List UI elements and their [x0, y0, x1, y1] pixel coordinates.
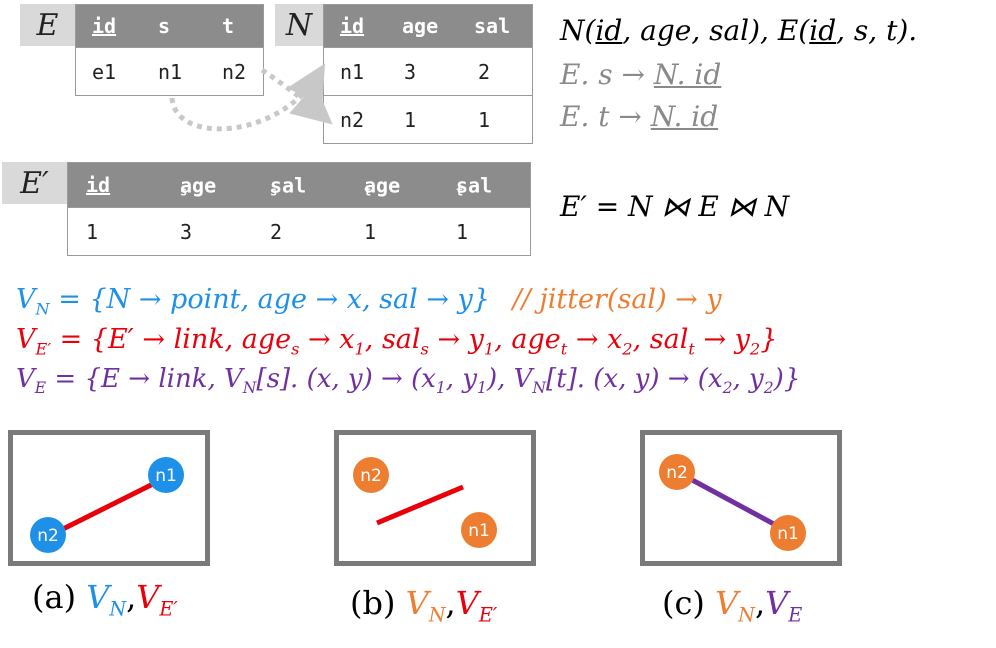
caption-b: (b) VN,VE′ — [350, 584, 498, 627]
node-n2 — [30, 517, 66, 553]
spec-veprime: VE′ = {E′ → link, ages → x1, sals → y1, … — [16, 324, 778, 359]
cell: 3 — [404, 60, 417, 84]
table-row: n1 3 2 — [324, 47, 532, 96]
schema-definition: N(id, age, sal), E(id, s, t). — [560, 14, 918, 47]
cell: n1 — [340, 60, 365, 84]
node-n1 — [148, 457, 184, 493]
node-n2-label: n2 — [666, 463, 688, 483]
cell: 1 — [404, 108, 417, 132]
fk-target: E. t → N. id — [560, 100, 719, 133]
node-n1 — [461, 512, 497, 548]
table-eprime-label: E′ — [2, 162, 67, 204]
caption-a: (a) VN,VE′ — [32, 578, 178, 621]
table-e-header: id s t — [76, 5, 263, 47]
table-n-label: N — [275, 4, 323, 46]
link-line — [376, 484, 464, 526]
col-t: t — [222, 14, 235, 38]
node-n1-label: n1 — [155, 466, 177, 486]
cell: n2 — [340, 108, 365, 132]
node-n1 — [770, 515, 806, 551]
cell: 3 — [180, 220, 193, 244]
join-equation: E′ = N ⋈ E ⋈ N — [560, 190, 790, 223]
cell: e1 — [92, 60, 117, 84]
panel-a: n1 n2 — [8, 430, 210, 566]
table-row: 1 3 2 1 1 — [68, 207, 530, 256]
node-n2-label: n2 — [37, 526, 59, 546]
col-id: id — [340, 14, 365, 38]
spec-ve: VE = {E → link, VN[s]. (x, y) → (x1, y1)… — [16, 364, 801, 398]
table-n: id age sal n1 3 2 n2 1 1 — [323, 4, 533, 144]
node-n2 — [353, 457, 389, 493]
cell: 2 — [478, 60, 491, 84]
col-s: s — [158, 14, 171, 38]
link-line — [681, 472, 787, 533]
table-e-label: E — [20, 4, 75, 46]
cell: 1 — [478, 108, 491, 132]
node-n1-label: n1 — [777, 524, 799, 544]
cell: 1 — [364, 220, 377, 244]
cell: 1 — [86, 220, 99, 244]
cell: n1 — [158, 60, 183, 84]
node-n1-label: n1 — [468, 521, 490, 541]
col-id: id — [86, 173, 111, 197]
table-row: n2 1 1 — [324, 95, 532, 144]
table-row: e1 n1 n2 — [76, 47, 263, 96]
fk-arrow-t — [169, 63, 326, 132]
fk-arrow-s — [260, 67, 333, 125]
caption-c: (c) VN,VE — [662, 584, 803, 627]
fk-source: E. s → N. id — [560, 58, 722, 91]
node-n2-label: n2 — [360, 466, 382, 486]
cell: n2 — [222, 60, 247, 84]
col-age: age — [402, 14, 439, 38]
link-line — [49, 476, 165, 538]
table-e: id s t e1 n1 n2 — [75, 4, 264, 96]
table-n-header: id age sal — [324, 5, 532, 47]
panel-c: n2 n1 — [640, 430, 842, 566]
cell: 1 — [456, 220, 469, 244]
node-n2 — [659, 454, 695, 490]
panel-b: n2 n1 — [334, 430, 536, 566]
col-sal: sal — [474, 14, 511, 38]
col-id: id — [92, 14, 117, 38]
spec-vn: VN = {N → point, age → x, sal → y} // ji… — [16, 284, 722, 319]
cell: 2 — [270, 220, 283, 244]
spec-vn-comment: // jitter(sal) → y — [512, 284, 722, 315]
